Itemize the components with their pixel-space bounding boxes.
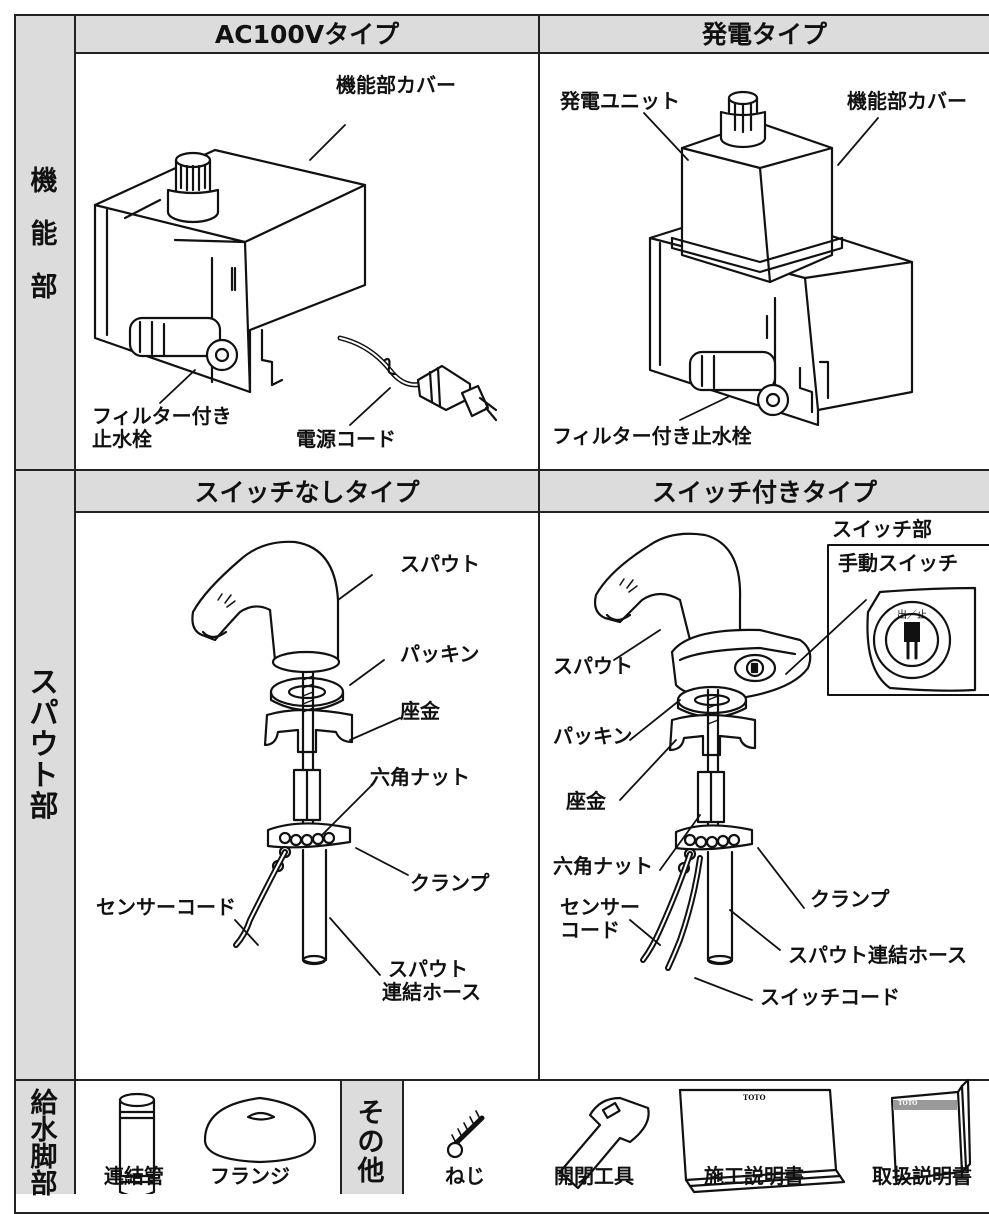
label-function-cover-2: 機能部カバー: [847, 89, 967, 113]
label-install-manual: 施工説明書: [704, 1164, 804, 1188]
label-filter-stop-valve: フィルター付き 止水栓: [92, 405, 232, 451]
label-washer: 座金: [400, 699, 440, 723]
label-line: センサー: [560, 895, 640, 919]
header-band-kinoubu: [74, 14, 989, 52]
label-clamp-2: クランプ: [810, 887, 890, 911]
side-char: 部: [29, 789, 59, 823]
label-line: 連結ホース: [382, 980, 481, 1004]
side-label-others: そ の 他: [340, 1100, 402, 1185]
grid-line: [74, 511, 989, 513]
label-switch-cord: スイッチコード: [760, 985, 900, 1009]
grid-line: [340, 1079, 342, 1194]
side-char: 能: [30, 219, 58, 250]
side-label-kinoubu: 機 能 部: [14, 168, 74, 301]
grid-line: [538, 14, 540, 1080]
label-spout-2: スパウト: [553, 654, 633, 678]
grid-line: [402, 1079, 404, 1194]
grid-line: [74, 52, 989, 54]
side-char: 給: [30, 1088, 58, 1119]
grid-line: [14, 469, 989, 471]
label-line: スパウト: [388, 957, 468, 981]
header-generator-type: 発電タイプ: [701, 20, 827, 49]
grid-line: [14, 1079, 989, 1081]
header-switch-type: スイッチ付きタイプ: [651, 478, 877, 507]
label-spout-hose-2: スパウト連結ホース: [788, 943, 967, 967]
side-char: 脚: [30, 1142, 58, 1173]
side-char: 部: [30, 272, 58, 303]
label-spout: スパウト: [400, 552, 480, 576]
side-char: 機: [30, 166, 58, 197]
label-line: コード: [560, 918, 620, 942]
label-sensor-cord-2: センサー コード: [560, 896, 640, 942]
label-hex-nut-2: 六角ナット: [553, 854, 653, 878]
side-column: [14, 14, 74, 1194]
side-column-others: [340, 1080, 402, 1194]
label-packing: パッキン: [400, 642, 480, 666]
side-label-spout: ス パ ウ ト 部: [14, 668, 74, 821]
header-ac100v-type: AC100Vタイプ: [214, 20, 400, 49]
label-opening-tool: 開閉工具: [554, 1164, 634, 1188]
side-char: ト: [29, 758, 59, 792]
label-spout-hose: スパウト 連結ホース: [382, 958, 481, 1004]
label-washer-2: 座金: [566, 789, 606, 813]
label-user-manual: 取扱説明書: [872, 1164, 972, 1188]
side-char: ウ: [29, 727, 59, 761]
label-connecting-pipe: 連結管: [104, 1164, 164, 1188]
label-manual-switch: 手動スイッチ: [838, 551, 958, 575]
label-filter-stop-valve-2: フィルター付き止水栓: [552, 424, 752, 448]
label-generator-unit: 発電ユニット: [560, 89, 680, 113]
side-char: 水: [30, 1115, 58, 1146]
side-char: ス: [29, 665, 59, 699]
label-line: フィルター付き: [92, 404, 232, 428]
label-switch-part: スイッチ部: [832, 517, 932, 541]
side-char: の: [357, 1127, 385, 1158]
label-power-cord: 電源コード: [296, 427, 396, 451]
header-band-spout: [74, 470, 989, 512]
side-char: 他: [357, 1156, 385, 1187]
label-switch-face: 出／止: [897, 610, 927, 621]
label-line: 止水栓: [92, 427, 152, 451]
label-clamp: クランプ: [410, 871, 490, 895]
label-packing-2: パッキン: [553, 724, 633, 748]
table-frame: [14, 14, 989, 1214]
side-char: パ: [29, 696, 59, 730]
header-no-switch-type: スイッチなしタイプ: [194, 478, 420, 507]
side-char: そ: [357, 1098, 385, 1129]
label-function-cover: 機能部カバー: [336, 73, 456, 97]
brand-logo-install: TOTO: [743, 1093, 766, 1102]
grid-line: [74, 1079, 76, 1194]
brand-logo-user: TOTO: [898, 1100, 918, 1107]
label-hex-nut: 六角ナット: [370, 765, 470, 789]
label-flange: フランジ: [210, 1164, 290, 1188]
grid-line: [74, 14, 76, 1080]
label-screw: ねじ: [445, 1164, 485, 1188]
side-label-kyusui: 給 水 脚 部: [14, 1090, 74, 1198]
label-sensor-cord: センサーコード: [96, 895, 236, 919]
